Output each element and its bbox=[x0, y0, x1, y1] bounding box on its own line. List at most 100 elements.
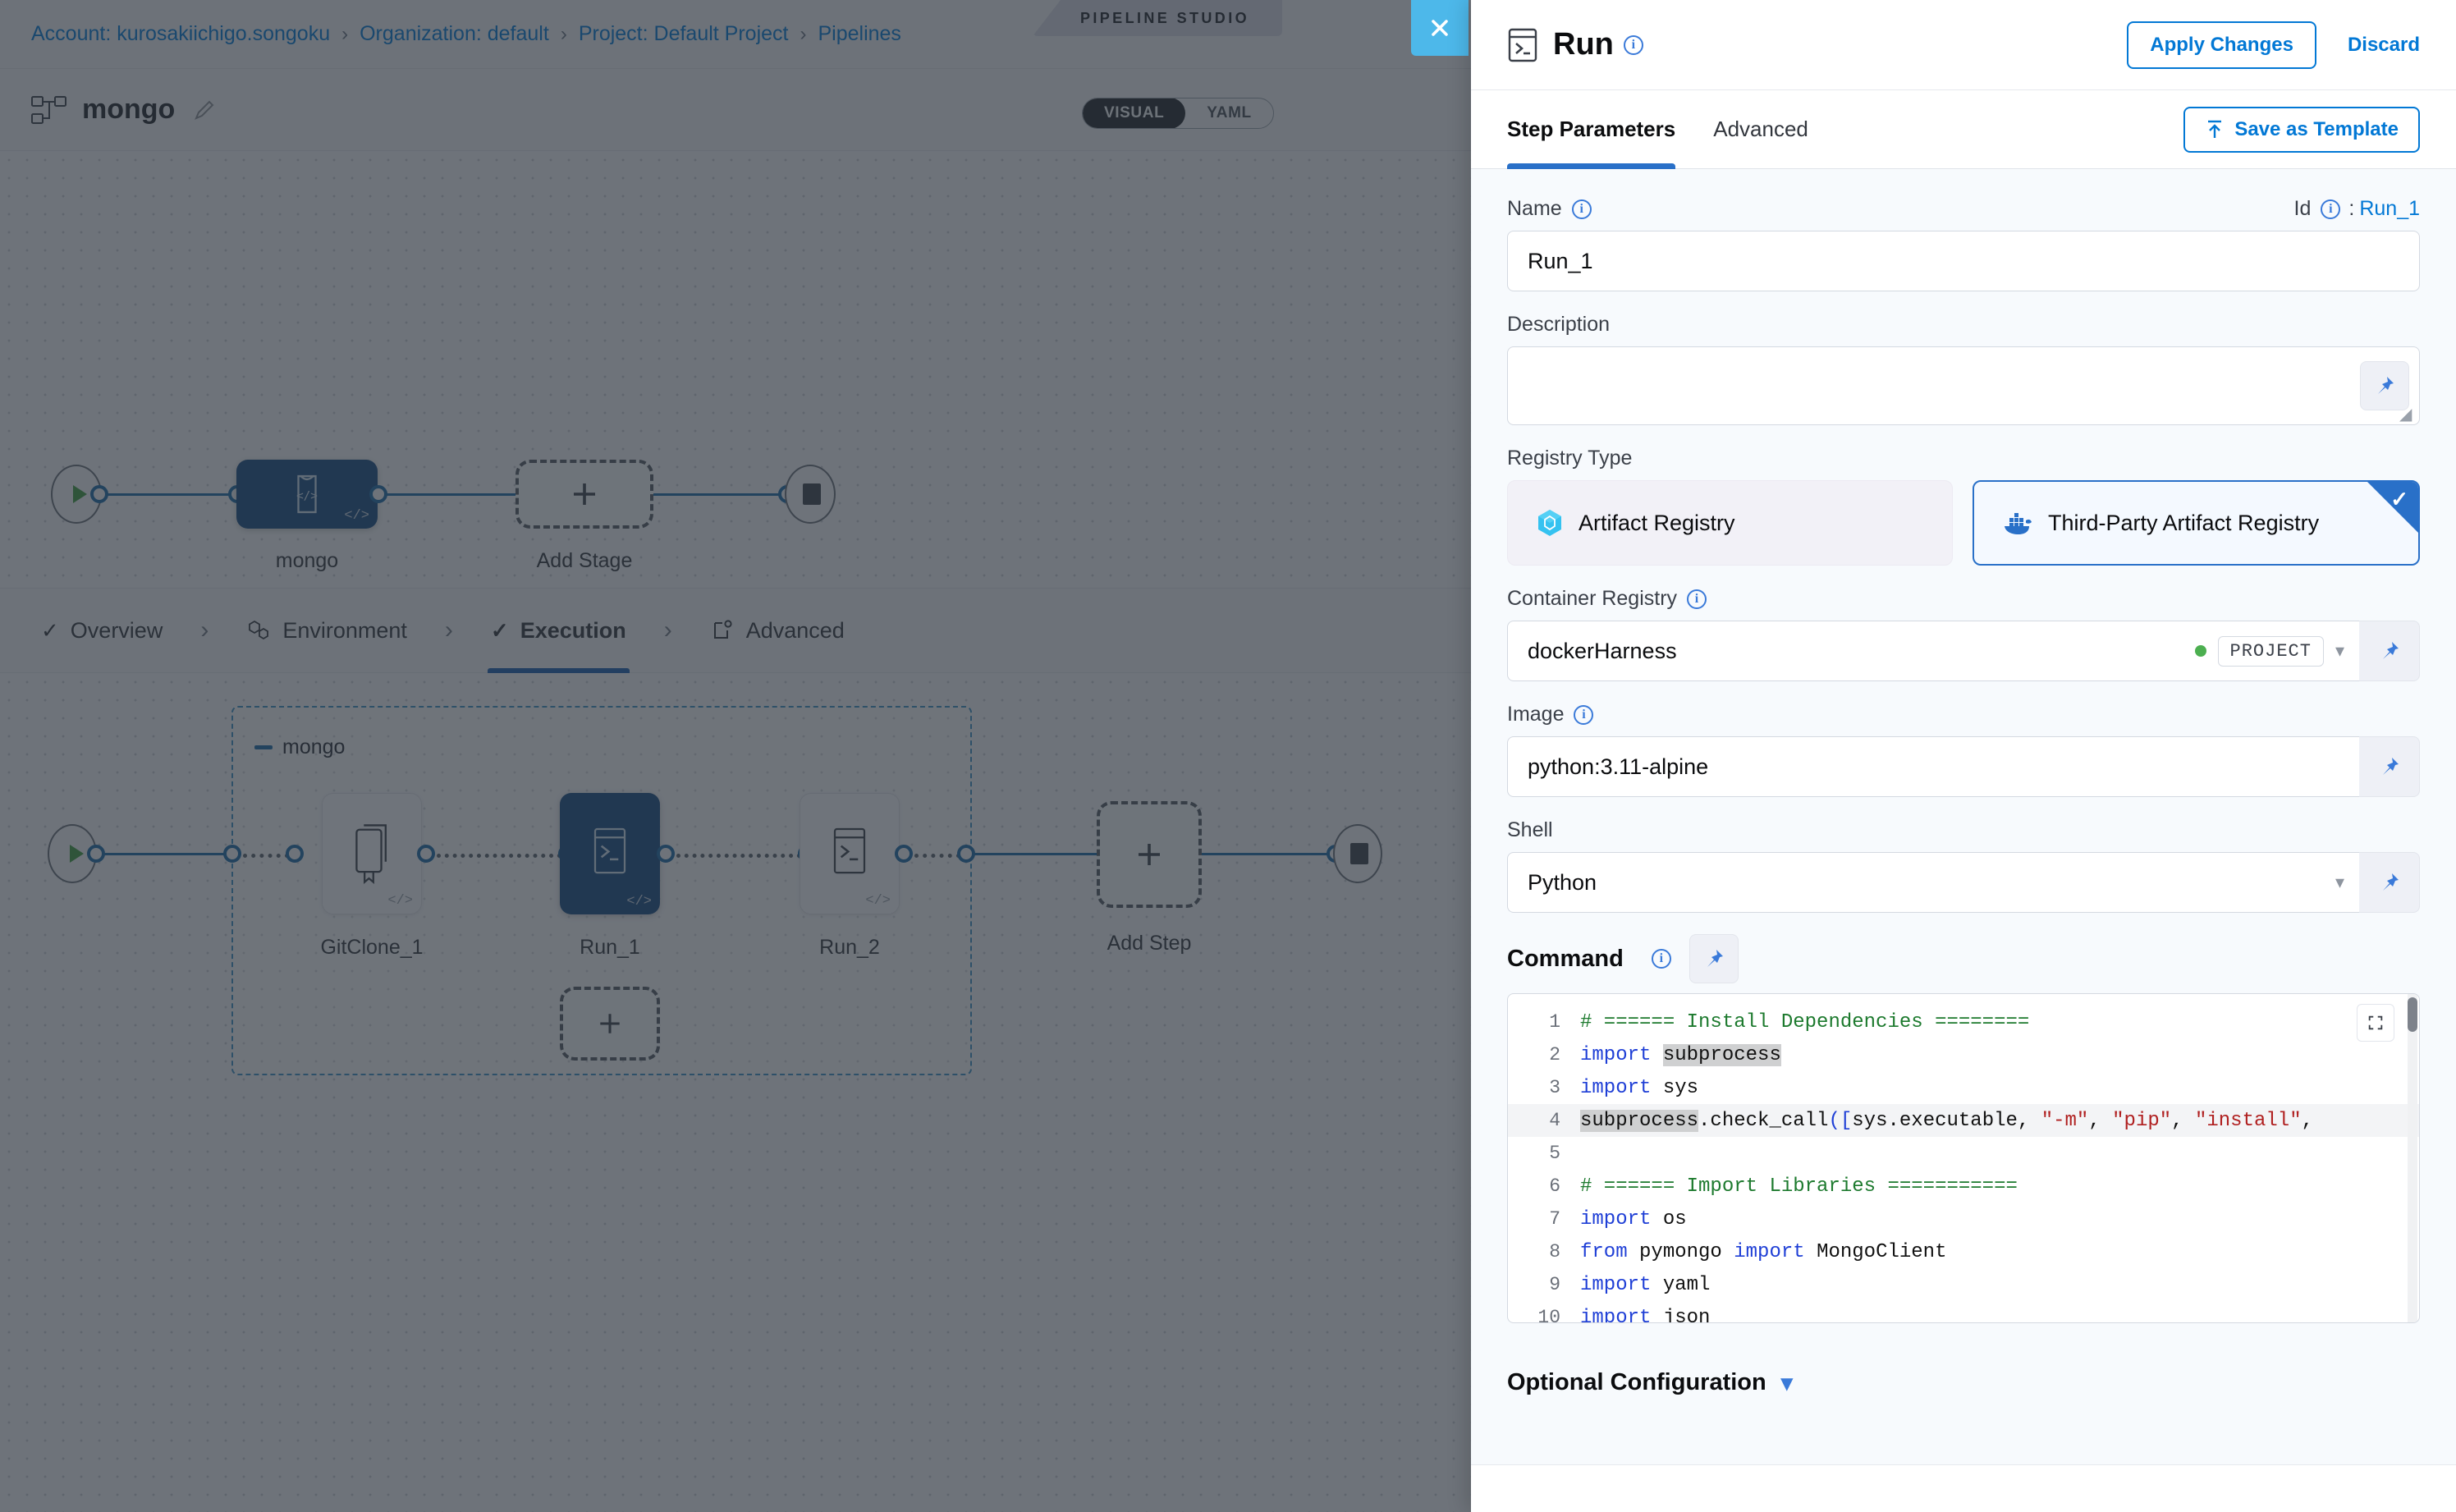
stage-tab-execution[interactable]: ✓ Execution bbox=[487, 588, 630, 673]
step-edge bbox=[972, 853, 1097, 855]
close-icon[interactable] bbox=[1411, 0, 1469, 56]
image-pin-button[interactable] bbox=[2359, 736, 2420, 797]
resize-grip-icon[interactable]: ◢ bbox=[2399, 405, 2412, 424]
toggle-option-yaml[interactable]: YAML bbox=[1207, 104, 1252, 121]
container-registry-input-group: dockerHarness PROJECT ▾ bbox=[1507, 621, 2420, 681]
stage-tab-label: Environment bbox=[282, 617, 407, 643]
image-input[interactable]: python:3.11-alpine bbox=[1507, 736, 2359, 797]
step-edge-dotted bbox=[243, 854, 289, 858]
stage-tab-overview[interactable]: ✓ Overview bbox=[38, 588, 166, 673]
code-line-number: 7 bbox=[1549, 1208, 1560, 1230]
step-node-run-1[interactable]: </> bbox=[560, 793, 660, 914]
shell-pin-button[interactable] bbox=[2359, 852, 2420, 913]
command-label: Command bbox=[1507, 945, 1624, 972]
registry-option-third-party-artifact-registry[interactable]: Third-Party Artifact Registry ✓ bbox=[1973, 480, 2420, 566]
page-title: mongo bbox=[82, 94, 176, 125]
registry-option-artifact-registry[interactable]: Artifact Registry bbox=[1507, 480, 1953, 566]
container-registry-input[interactable]: dockerHarness PROJECT ▾ bbox=[1507, 621, 2359, 681]
step-edge-dotted bbox=[914, 854, 960, 858]
stage-code-badge-icon: </> bbox=[344, 508, 369, 524]
step-node-label-run-2: Run_2 bbox=[819, 936, 880, 959]
info-icon[interactable]: i bbox=[1623, 34, 1643, 55]
description-pin-button[interactable] bbox=[2360, 361, 2409, 410]
step-port[interactable] bbox=[223, 845, 241, 863]
terminal-icon bbox=[833, 827, 866, 874]
editor-scrollbar-track[interactable] bbox=[2408, 994, 2417, 1322]
panel-title: Run bbox=[1553, 27, 1614, 62]
stage-node-label-mongo: mongo bbox=[275, 549, 339, 572]
image-group: Image i python:3.11-alpine bbox=[1507, 703, 2420, 797]
chevron-down-icon[interactable]: ▾ bbox=[2335, 872, 2344, 892]
description-textarea[interactable]: ◢ bbox=[1507, 346, 2420, 425]
breadcrumb-item-organization[interactable]: Organization: default bbox=[360, 22, 549, 45]
step-port[interactable] bbox=[895, 845, 913, 863]
step-port[interactable] bbox=[657, 845, 675, 863]
optional-configuration-toggle[interactable]: Optional Configuration ▾ bbox=[1507, 1345, 2420, 1396]
breadcrumb-item-project[interactable]: Project: Default Project bbox=[578, 22, 789, 45]
step-port[interactable] bbox=[286, 845, 304, 863]
code-line-number: 3 bbox=[1549, 1077, 1560, 1098]
id-label: Id bbox=[2293, 197, 2312, 220]
description-label: Description bbox=[1507, 313, 1611, 336]
code-lines: 1# ====== Install Dependencies ========2… bbox=[1508, 1006, 2419, 1322]
step-node-run-2[interactable]: </> bbox=[800, 793, 900, 914]
breadcrumb-item-pipelines[interactable]: Pipelines bbox=[818, 22, 901, 45]
info-icon[interactable]: i bbox=[2321, 199, 2341, 219]
add-step-button[interactable] bbox=[1097, 801, 1202, 908]
collapse-icon[interactable] bbox=[254, 745, 273, 749]
add-stage-label: Add Stage bbox=[536, 549, 633, 572]
step-port[interactable] bbox=[417, 845, 435, 863]
editor-scrollbar-thumb[interactable] bbox=[2408, 997, 2417, 1032]
visual-yaml-toggle[interactable]: VISUAL YAML bbox=[1082, 98, 1274, 129]
stage-tab-environment[interactable]: Environment bbox=[243, 588, 410, 673]
code-line-text: import os bbox=[1580, 1207, 1687, 1230]
command-pin-button[interactable] bbox=[1688, 934, 1739, 983]
name-input[interactable]: Run_1 bbox=[1507, 231, 2420, 291]
code-line-number: 4 bbox=[1549, 1110, 1560, 1131]
stage-tab-advanced[interactable]: Advanced bbox=[707, 588, 848, 673]
pin-icon bbox=[2382, 642, 2399, 659]
breadcrumb-item-account[interactable]: Account: kurosakiichigo.songoku bbox=[31, 22, 331, 45]
play-icon bbox=[73, 485, 87, 503]
info-icon[interactable]: i bbox=[1571, 199, 1592, 219]
apply-changes-button[interactable]: Apply Changes bbox=[2127, 21, 2316, 69]
info-icon[interactable]: i bbox=[1574, 704, 1594, 725]
chevron-down-icon[interactable]: ▾ bbox=[2335, 640, 2344, 661]
tab-advanced[interactable]: Advanced bbox=[1713, 117, 1808, 141]
panel-tabs: Step Parameters Advanced Save as Templat… bbox=[1471, 90, 2456, 169]
toggle-option-visual[interactable]: VISUAL bbox=[1083, 99, 1186, 128]
stage-node-mongo[interactable]: </> </> bbox=[236, 460, 378, 529]
stage-edge bbox=[105, 493, 236, 496]
scope-chip: PROJECT bbox=[2217, 635, 2324, 667]
container-registry-pin-button[interactable] bbox=[2359, 621, 2420, 681]
code-line-number: 9 bbox=[1549, 1274, 1560, 1295]
step-group-header[interactable]: mongo bbox=[254, 735, 345, 759]
chevron-down-icon: ▾ bbox=[1780, 1370, 1793, 1395]
step-id: Id i : Run_1 bbox=[2294, 197, 2420, 221]
tab-step-parameters[interactable]: Step Parameters bbox=[1507, 90, 1676, 169]
step-group-label: mongo bbox=[282, 735, 346, 758]
code-line-number: 6 bbox=[1549, 1175, 1560, 1197]
add-stage-button[interactable] bbox=[515, 460, 653, 529]
add-parallel-step-button[interactable] bbox=[560, 987, 660, 1061]
panel-body: Name i Id i : Run_1 Run_1 Description bbox=[1471, 169, 2456, 1464]
step-node-gitclone-1[interactable]: </> bbox=[322, 793, 422, 914]
expand-editor-button[interactable] bbox=[2357, 1004, 2394, 1042]
code-line-text: subprocess.check_call([sys.executable, "… bbox=[1580, 1109, 2313, 1132]
id-value: Run_1 bbox=[2359, 197, 2420, 220]
registry-option-label: Artifact Registry bbox=[1579, 510, 1735, 535]
info-icon[interactable]: i bbox=[1651, 949, 1671, 969]
image-label: Image bbox=[1507, 703, 1565, 726]
command-code-editor[interactable]: 1# ====== Install Dependencies ========2… bbox=[1507, 993, 2420, 1323]
shell-select[interactable]: Python ▾ bbox=[1507, 852, 2359, 913]
name-label-wrap: Name i bbox=[1507, 197, 1592, 221]
container-registry-label-wrap: Container Registry i bbox=[1507, 587, 2420, 611]
info-icon[interactable]: i bbox=[1687, 589, 1707, 609]
image-input-group: python:3.11-alpine bbox=[1507, 736, 2420, 797]
save-as-template-button[interactable]: Save as Template bbox=[2183, 106, 2420, 153]
discard-button[interactable]: Discard bbox=[2347, 33, 2420, 56]
code-line: 5 bbox=[1508, 1137, 2419, 1170]
pencil-icon[interactable] bbox=[193, 99, 216, 121]
code-line: 6# ====== Import Libraries =========== bbox=[1508, 1170, 2419, 1203]
